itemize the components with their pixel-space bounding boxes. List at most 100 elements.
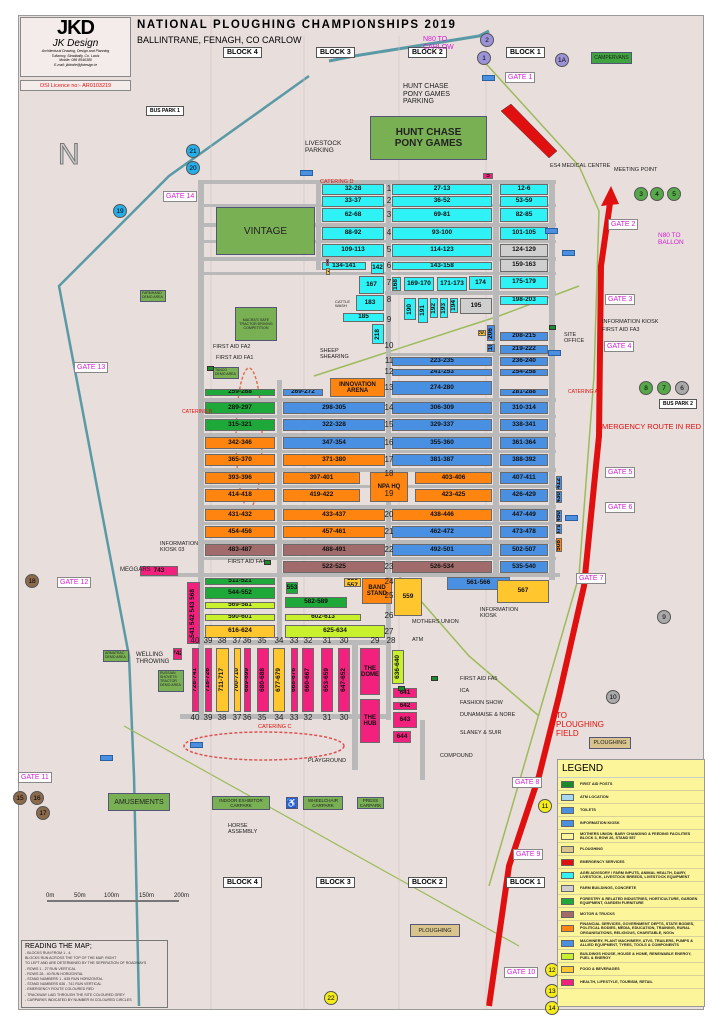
car-park-2[interactable]: 2 xyxy=(480,33,494,47)
stand[interactable]: 167 xyxy=(359,276,384,294)
toilets-icon[interactable] xyxy=(545,228,558,234)
stand[interactable]: 660-667 xyxy=(302,648,314,712)
car-park-6[interactable]: 6 xyxy=(675,381,689,395)
ploughing-area[interactable]: PLOUGHING xyxy=(410,924,460,937)
stand[interactable]: 728-741 xyxy=(192,648,199,712)
vintage-area[interactable]: VINTAGE xyxy=(216,207,315,255)
car-park-14[interactable]: 14 xyxy=(545,1001,559,1015)
gate-9[interactable]: GATE 9 xyxy=(513,849,544,860)
car-park-8[interactable]: 8 xyxy=(639,381,653,395)
stand[interactable]: 407-411 xyxy=(500,472,548,484)
stand[interactable]: 329-337 xyxy=(392,419,492,431)
gate-6[interactable]: GATE 6 xyxy=(605,502,636,513)
stand[interactable]: 447-449 xyxy=(500,509,548,521)
stand[interactable]: 438-446 xyxy=(392,509,492,521)
stand[interactable]: 535-540 xyxy=(500,561,548,573)
stand[interactable]: 342-346 xyxy=(205,437,275,449)
stand[interactable]: 315-321 xyxy=(205,419,275,431)
stand[interactable]: 479 xyxy=(556,524,562,534)
stand[interactable]: 223-235 xyxy=(392,357,492,366)
macra-tractor-driving-area[interactable]: MACRA'S SAFE TRACTOR DRIVING COMPETITION xyxy=(235,307,277,341)
gate-7[interactable]: GATE 7 xyxy=(576,573,607,584)
stand[interactable]: 322-328 xyxy=(283,419,385,431)
stand[interactable]: 236-240 xyxy=(500,357,548,366)
stand[interactable]: 185 xyxy=(343,313,384,322)
stand[interactable]: 210 xyxy=(487,344,495,352)
car-park-1[interactable]: 1 xyxy=(477,51,491,65)
press-carpark[interactable]: PRESS CARPARK xyxy=(357,797,384,809)
stand[interactable]: 124-129 xyxy=(500,244,548,257)
stand[interactable]: 641 xyxy=(393,688,417,698)
stand[interactable]: 206 xyxy=(487,325,495,341)
first-aid-icon[interactable] xyxy=(207,366,214,371)
stand[interactable]: 53-59 xyxy=(500,196,548,207)
stand[interactable]: 433-437 xyxy=(283,509,385,521)
stand[interactable]: 502-507 xyxy=(500,544,548,556)
stand[interactable]: 269-272 xyxy=(283,389,323,396)
stand[interactable]: 743 xyxy=(140,566,178,576)
stand[interactable]: 355-360 xyxy=(392,437,492,449)
gate-5[interactable]: GATE 5 xyxy=(605,467,636,478)
stand[interactable]: 134-141 xyxy=(322,262,366,270)
stand[interactable]: 142 xyxy=(371,262,384,274)
car-park-3[interactable]: 3 xyxy=(634,187,648,201)
stand[interactable]: 492-501 xyxy=(392,544,492,556)
stand[interactable]: 668-676 xyxy=(291,648,298,712)
stand[interactable]: 556 557 xyxy=(344,578,361,587)
stand[interactable]: 419-422 xyxy=(283,489,360,502)
stand[interactable]: 559 xyxy=(394,578,422,616)
stand[interactable]: 338-341 xyxy=(500,419,548,431)
stand[interactable]: 742 xyxy=(173,648,182,660)
car-park-16[interactable]: 16 xyxy=(30,791,44,805)
stand[interactable]: 473-478 xyxy=(500,526,548,538)
toilets-icon[interactable] xyxy=(100,755,113,761)
car-park-5[interactable]: 5 xyxy=(667,187,681,201)
stand[interactable]: 653-659 xyxy=(321,648,333,712)
demo-area[interactable] xyxy=(103,650,129,662)
toilets-icon[interactable] xyxy=(565,515,578,521)
stand[interactable]: 88-92 xyxy=(322,227,384,240)
stand[interactable]: 582-589 xyxy=(285,597,347,608)
band-stand[interactable]: BAND STAND xyxy=(362,578,392,604)
stand[interactable]: 426-429 xyxy=(500,489,548,502)
demo-area[interactable] xyxy=(158,670,184,692)
stand[interactable]: 69-81 xyxy=(392,208,492,222)
stand[interactable]: 590-601 xyxy=(205,614,275,621)
stand[interactable]: 700-710 xyxy=(234,648,241,712)
stand[interactable]: 616-624 xyxy=(205,625,275,638)
first-aid-icon[interactable] xyxy=(549,325,556,330)
car-park-17[interactable]: 17 xyxy=(36,806,50,820)
first-aid-icon[interactable] xyxy=(264,560,271,565)
car-park-19[interactable]: 19 xyxy=(113,204,127,218)
stand[interactable]: 193 xyxy=(440,298,448,318)
gate-10[interactable]: GATE 10 xyxy=(504,967,539,978)
stand[interactable]: 171-173 xyxy=(437,277,467,291)
stand[interactable]: 194 xyxy=(450,298,458,313)
stand[interactable]: 544-552 xyxy=(205,587,275,599)
stand[interactable]: 195 xyxy=(460,298,492,314)
car-park-15[interactable]: 15 xyxy=(13,791,27,805)
amusements-area[interactable]: AMUSEMENTS xyxy=(108,793,170,811)
bus-park-2[interactable]: BUS PARK 2 xyxy=(659,399,697,409)
gate-8[interactable]: GATE 8 xyxy=(512,777,543,788)
stand[interactable]: 526-534 xyxy=(392,561,492,573)
stand[interactable]: 388-392 xyxy=(500,454,548,466)
stand[interactable]: 677-679 xyxy=(273,648,285,712)
innovation-arena[interactable]: INNOVATION ARENA xyxy=(330,378,385,397)
stand[interactable]: 553 xyxy=(286,582,298,594)
first-aid-icon[interactable] xyxy=(398,686,405,691)
stand[interactable]: 306-309 xyxy=(392,402,492,414)
stand[interactable]: 644 xyxy=(393,731,411,743)
stand[interactable]: 218 xyxy=(372,324,384,344)
gate-2[interactable]: GATE 2 xyxy=(608,219,639,230)
stand[interactable]: 381-387 xyxy=(392,454,492,466)
stand[interactable]: 241-253 xyxy=(392,369,492,376)
stand[interactable]: 371-380 xyxy=(283,454,385,466)
stand[interactable]: 718-726 xyxy=(205,648,212,712)
stand[interactable]: 431-432 xyxy=(205,509,275,521)
stand[interactable]: 159-163 xyxy=(500,259,548,272)
stand[interactable]: 483-487 xyxy=(205,544,275,556)
stand[interactable]: 36-52 xyxy=(392,196,492,207)
stand[interactable]: 93-100 xyxy=(392,227,492,240)
bus-park-1[interactable]: BUS PARK 1 xyxy=(146,106,184,116)
